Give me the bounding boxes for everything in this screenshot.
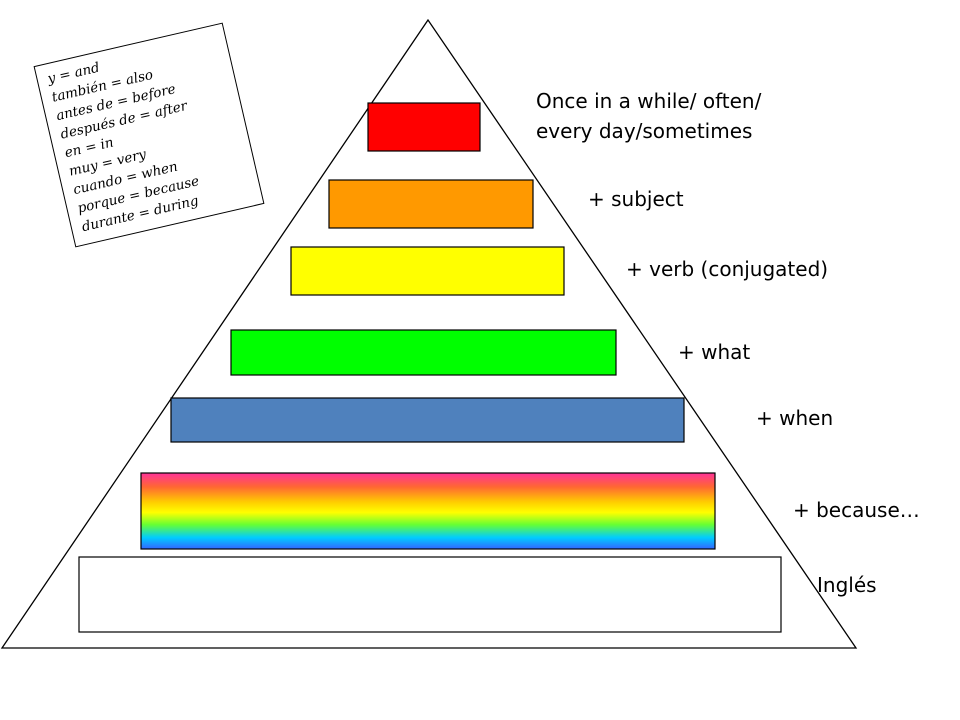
label-once-line-1: Once in a while/ often/ <box>536 89 762 113</box>
pyramid-bar-rainbow <box>140 472 716 550</box>
label-when: + when <box>756 406 834 430</box>
pyramid-bar-bottom <box>78 556 782 633</box>
pyramid-outline <box>0 18 858 649</box>
label-verb: + verb (conjugated) <box>626 257 829 281</box>
label-what: + what <box>678 340 751 364</box>
label-subject: + subject <box>588 187 684 211</box>
label-ingles: Inglés <box>817 573 877 597</box>
label-once-in-a-while: Once in a while/ often/ every day/someti… <box>536 86 761 146</box>
label-once-line-2: every day/sometimes <box>536 119 753 143</box>
pyramid-bar-yellow <box>290 246 565 296</box>
pyramid-bar-red <box>367 102 481 152</box>
label-because: + because… <box>793 498 920 522</box>
pyramid-bar-orange <box>328 179 534 229</box>
pyramid-bar-blue <box>170 397 685 443</box>
pyramid-bar-green <box>230 329 617 376</box>
